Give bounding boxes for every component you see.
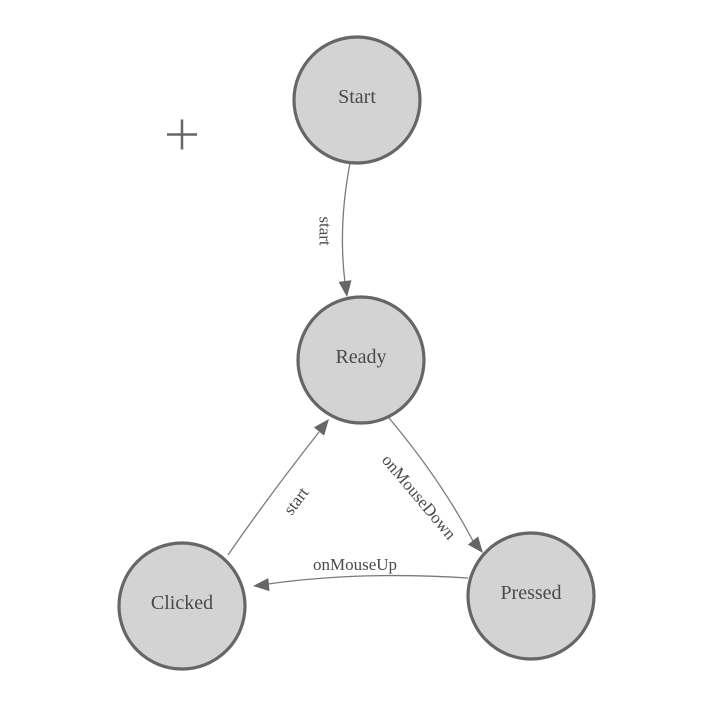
state-circle-clicked[interactable] — [117, 541, 247, 671]
edge-path-ready-to-pressed[interactable] — [388, 417, 474, 542]
edge-label-start-to-ready: start — [316, 216, 335, 246]
edge-path-pressed-to-clicked[interactable] — [267, 574, 469, 585]
edge-label-clicked-to-ready: start — [280, 483, 313, 518]
state-label-clicked: Clicked — [151, 592, 213, 614]
state-circle-start[interactable] — [292, 35, 422, 165]
edge-label-pressed-to-clicked: onMouseUp — [313, 555, 397, 574]
edge-path-clicked-to-ready[interactable] — [227, 431, 320, 556]
arrowhead-clicked-to-ready — [313, 419, 329, 436]
state-label-ready: Ready — [335, 346, 386, 368]
crosshair-icon — [167, 119, 197, 150]
arrowhead-start-to-ready — [338, 280, 352, 297]
state-node-ready[interactable]: Ready — [296, 295, 426, 425]
state-node-clicked[interactable]: Clicked — [117, 541, 247, 671]
edge-clicked-to-ready: start — [227, 419, 329, 556]
edge-start-to-ready: start — [316, 162, 352, 297]
state-node-pressed[interactable]: Pressed — [466, 531, 596, 661]
state-label-pressed: Pressed — [500, 582, 561, 604]
edge-ready-to-pressed: onMouseDown — [378, 417, 483, 553]
arrowhead-ready-to-pressed — [467, 536, 483, 553]
edge-pressed-to-clicked: onMouseUp — [253, 555, 469, 592]
state-label-start: Start — [338, 86, 376, 108]
state-node-start[interactable]: Start — [292, 35, 422, 165]
edge-path-start-to-ready[interactable] — [341, 162, 351, 284]
state-circle-pressed[interactable] — [466, 531, 596, 661]
arrowhead-pressed-to-clicked — [253, 578, 270, 592]
state-circle-ready[interactable] — [296, 295, 426, 425]
